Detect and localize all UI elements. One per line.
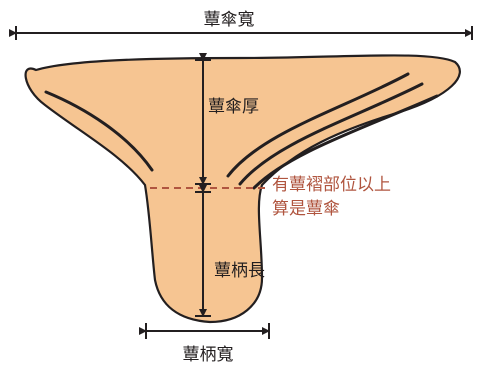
cap-thickness-label: 蕈傘厚: [208, 97, 259, 117]
gill-line-left: [44, 90, 154, 172]
gill-line-right-1: [226, 72, 410, 178]
cap-boundary-note-line2: 算是蕈傘: [272, 199, 340, 219]
gill-line-right-2: [238, 82, 424, 186]
mushroom-body: [24, 54, 461, 324]
stipe-length-label: 蕈柄長: [214, 261, 265, 281]
stipe-width-label: 蕈柄寬: [183, 345, 234, 365]
cap-width-label: 蕈傘寬: [204, 10, 255, 30]
gill-line-right-3: [252, 94, 439, 190]
cap-boundary-note-line1: 有蕈褶部位以上: [272, 175, 391, 195]
